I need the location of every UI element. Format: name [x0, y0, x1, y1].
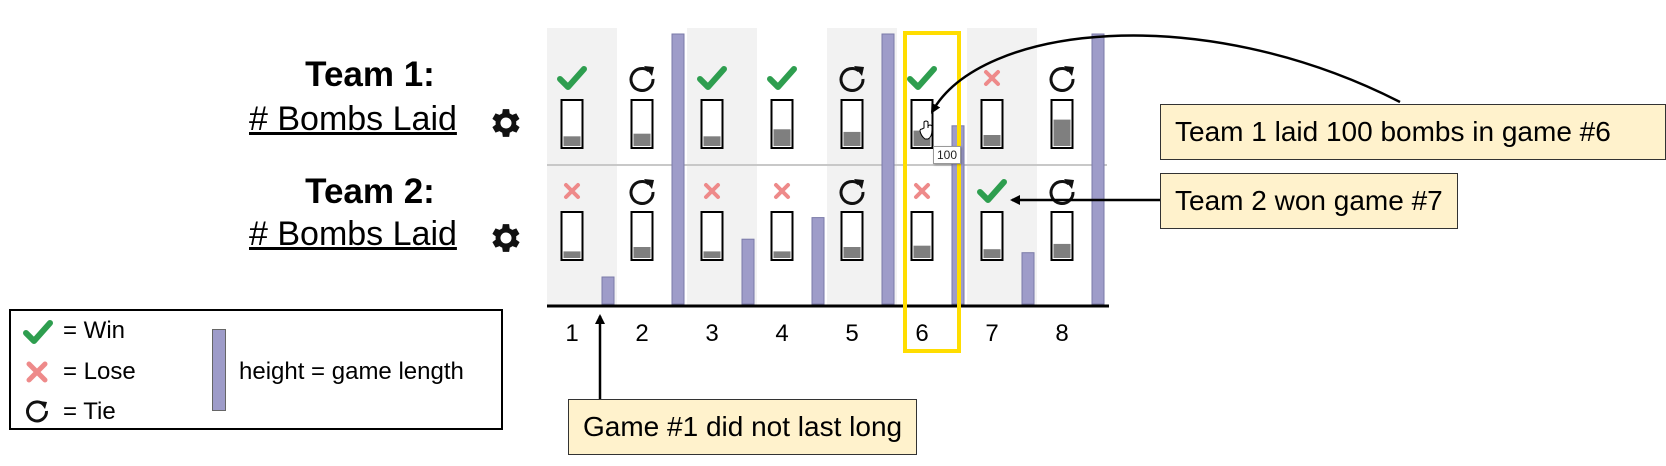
legend-lose-icon: [26, 361, 48, 383]
callout-team1-game6: Team 1 laid 100 bombs in game #6: [1160, 104, 1666, 160]
team2-bombs-fill-game-5: [843, 247, 861, 258]
team1-bombs-fill-game-3: [703, 136, 721, 146]
team1-bombs-fill-game-5: [843, 131, 861, 146]
game-length-bar-5: [881, 33, 895, 305]
team1-bombs-fill-game-4: [773, 129, 791, 146]
legend-bar-label: height = game length: [239, 358, 464, 385]
team2-title: Team 2:: [305, 172, 435, 211]
legend-lose-label: = Lose: [63, 358, 136, 385]
game-number-label-4: 4: [775, 320, 788, 347]
team2-bombs-fill-game-2: [633, 247, 651, 258]
team2-result-icon-game-7: [977, 179, 1007, 203]
game-length-bar-1: [601, 276, 615, 305]
game-number-label-7: 7: [985, 320, 998, 347]
team2-bombs-fill-game-4: [773, 251, 791, 258]
game-length-bar-8: [1091, 33, 1105, 305]
callout-game1-short: Game #1 did not last long: [568, 399, 918, 455]
team1-result-icon-game-1: [557, 66, 587, 90]
hand-cursor-icon: [919, 120, 933, 140]
team2-result-icon-game-8: [1049, 179, 1075, 205]
team2-bombs-gauge-game-7: [980, 211, 1004, 261]
game-length-bar-7: [1021, 252, 1035, 305]
legend-tie-icon: [26, 400, 49, 423]
team2-bombs-fill-game-3: [703, 251, 721, 258]
legend-bar-swatch: [212, 329, 226, 411]
team1-bombs-fill-game-1: [563, 136, 581, 146]
team2-result-icon-game-1: [564, 183, 580, 199]
team1-result-icon-game-3: [697, 66, 727, 90]
legend-win-icon: [23, 320, 53, 344]
legend-tie-label: = Tie: [63, 398, 116, 425]
team1-result-icon-game-5: [839, 66, 865, 92]
game-number-label-6: 6: [915, 320, 928, 347]
team2-bombs-gauge-game-4: [770, 211, 794, 261]
team1-result-icon-game-6: [907, 66, 937, 90]
legend-win-label: = Win: [63, 317, 126, 344]
team2-result-icon-game-3: [704, 183, 720, 199]
game-number-label-2: 2: [635, 320, 648, 347]
game-number-label-5: 5: [845, 320, 858, 347]
game-length-bar-2: [671, 33, 685, 305]
team1-title: Team 1:: [305, 55, 435, 94]
team2-bombs-fill-game-7: [983, 249, 1001, 258]
team1-metric-selector[interactable]: # Bombs Laid: [249, 100, 457, 138]
game-length-bar-4: [811, 217, 825, 305]
game-number-label-8: 8: [1055, 320, 1068, 347]
team2-result-icon-game-6: [914, 183, 930, 199]
team1-bombs-fill-game-8: [1053, 119, 1071, 146]
team1-result-icon-game-4: [767, 66, 797, 90]
game-length-bar-3: [741, 238, 755, 305]
team1-result-icon-game-2: [629, 66, 655, 92]
team2-gear-icon[interactable]: [487, 219, 525, 257]
team1-bombs-fill-game-2: [633, 133, 651, 146]
callout-team2-game7: Team 2 won game #7: [1160, 173, 1458, 229]
team2-metric-selector[interactable]: # Bombs Laid: [249, 215, 457, 253]
selected-game-highlight: [903, 31, 961, 353]
team2-bombs-fill-game-1: [563, 251, 581, 258]
team1-bombs-gauge-game-3: [700, 99, 724, 149]
game-number-label-3: 3: [705, 320, 718, 347]
team2-result-icon-game-2: [629, 179, 655, 205]
legend: = Win = Lose = Tie height = game length: [9, 309, 503, 430]
game-number-label-1: 1: [565, 320, 578, 347]
team2-result-icon-game-5: [839, 179, 865, 205]
team2-result-icon-game-4: [774, 183, 790, 199]
team2-bombs-fill-game-6: [913, 245, 931, 258]
team2-bombs-gauge-game-1: [560, 211, 584, 261]
team1-result-icon-game-8: [1049, 66, 1075, 92]
team1-gear-icon[interactable]: [487, 104, 525, 142]
team2-bombs-fill-game-8: [1053, 243, 1071, 258]
team1-bombs-gauge-game-1: [560, 99, 584, 149]
team1-bombs-fill-game-7: [983, 135, 1001, 146]
bombs-tooltip: 100: [933, 146, 962, 164]
team2-bombs-gauge-game-3: [700, 211, 724, 261]
